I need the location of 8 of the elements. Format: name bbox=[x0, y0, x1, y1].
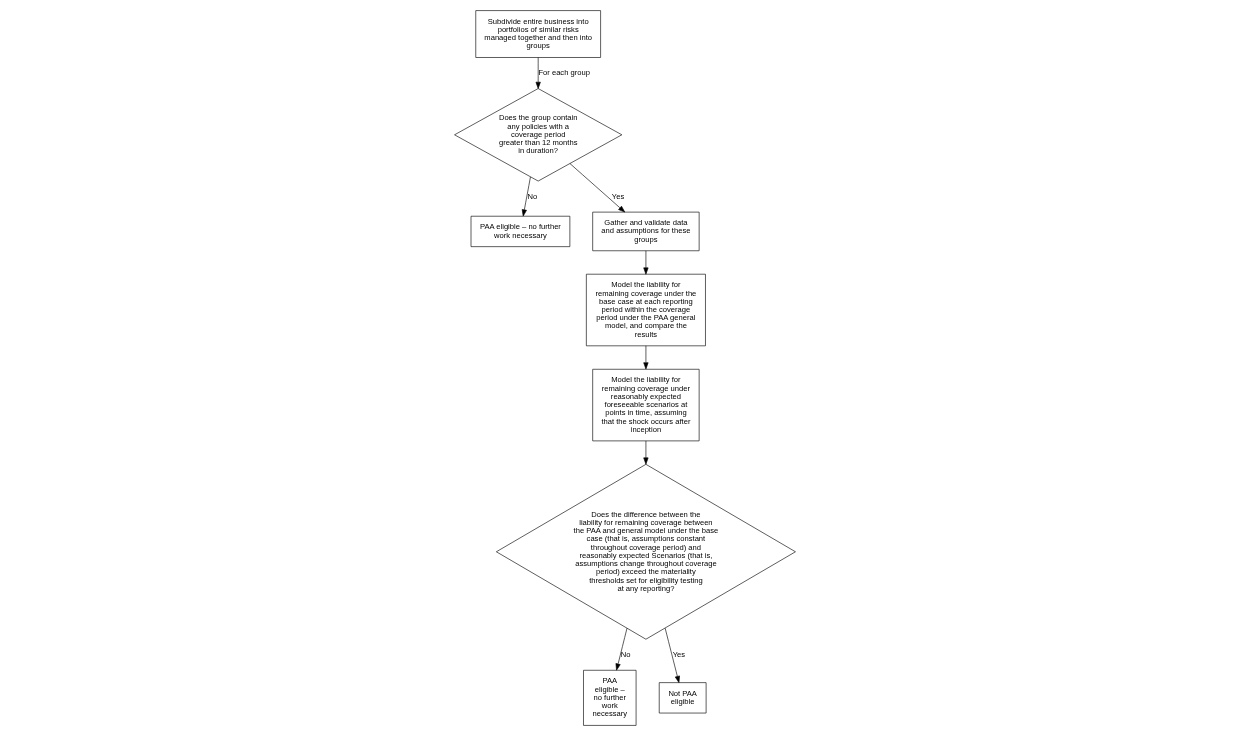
arrow bbox=[569, 163, 625, 213]
arrow bbox=[535, 57, 541, 89]
arrow bbox=[615, 627, 627, 671]
arrow bbox=[642, 250, 648, 275]
arrow bbox=[521, 176, 531, 217]
arrow bbox=[664, 627, 680, 683]
arrow bbox=[642, 345, 648, 370]
arrow bbox=[642, 440, 648, 465]
